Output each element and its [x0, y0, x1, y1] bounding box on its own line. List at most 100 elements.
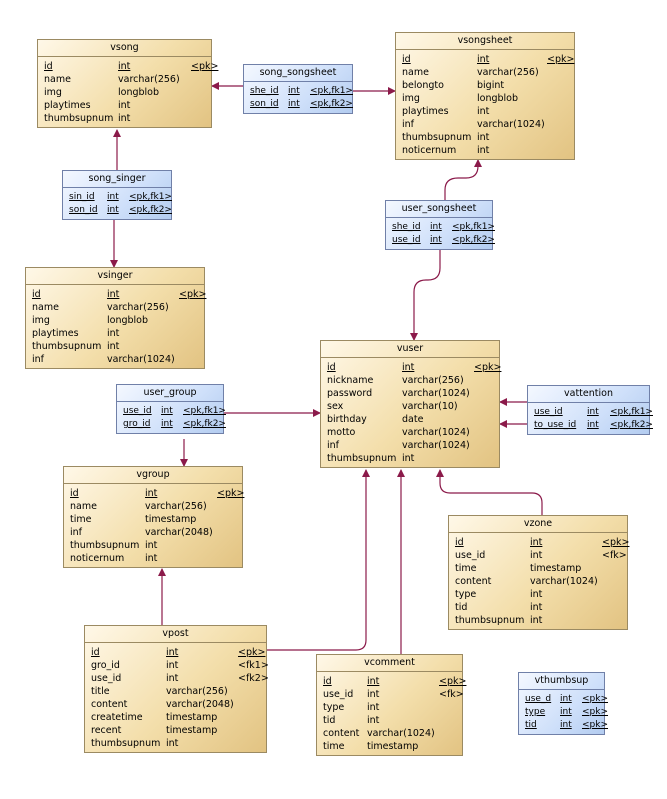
attribute-key: <pk> [474, 362, 502, 373]
attribute-name: thumbsupnum [32, 341, 102, 352]
attribute-key: <pk> [238, 647, 266, 658]
link-vpost-to-vuser [267, 469, 370, 651]
attribute-type: int [107, 328, 120, 339]
attribute-type: bigint [477, 80, 505, 91]
attribute-type: varchar(256) [402, 375, 464, 386]
attribute-name: use_id [323, 689, 354, 700]
attribute-name: id [44, 61, 53, 72]
attribute-name: img [402, 93, 420, 104]
attribute-name: inf [32, 354, 45, 365]
attribute-type: int [166, 660, 179, 671]
attribute-name: id [32, 289, 41, 300]
attribute-name: id [70, 488, 79, 499]
attribute-name: use_id [123, 406, 152, 416]
attribute-type: int [560, 720, 572, 730]
entity-title: vcomment [317, 655, 462, 672]
attribute-name: password [327, 388, 373, 399]
attribute-name: son_id [69, 205, 98, 215]
entity-title: user_group [117, 385, 223, 402]
attribute-name: birthday [327, 414, 367, 425]
attribute-type: int [367, 715, 380, 726]
attribute-name: tid [323, 715, 336, 726]
entity-title: vpost [85, 626, 266, 643]
attribute-name: tid [525, 720, 537, 730]
attribute-type: int [587, 420, 599, 430]
link-user-songsheet-to-vuser [410, 250, 441, 341]
attribute-name: gro_id [91, 660, 120, 671]
attribute-key: <pk,fk1> [310, 86, 353, 96]
entity-title: vzone [449, 516, 627, 533]
attribute-type: int [145, 553, 158, 564]
attribute-name: playtimes [402, 106, 449, 117]
attribute-type: timestamp [530, 563, 582, 574]
attribute-key: <pk> [191, 61, 219, 72]
attribute-name: id [455, 537, 464, 548]
attribute-name: son_id [250, 99, 279, 109]
attribute-type: varchar(256) [477, 67, 539, 78]
attribute-key: <pk,fk1> [610, 407, 653, 417]
attribute-name: time [323, 741, 345, 752]
attribute-key: <pk> [582, 720, 609, 730]
attribute-key: <pk,fk2> [129, 205, 172, 215]
entity-title: song_singer [63, 171, 171, 188]
attribute-type: varchar(2048) [166, 699, 234, 710]
attribute-type: int [477, 132, 490, 143]
attribute-type: int [430, 222, 442, 232]
attribute-type: varchar(1024) [402, 388, 470, 399]
attribute-name: title [91, 686, 110, 697]
attribute-name: time [70, 514, 92, 525]
attribute-name: id [327, 362, 336, 373]
attribute-type: int [145, 540, 158, 551]
attribute-name: playtimes [32, 328, 79, 339]
attribute-name: thumbsupnum [327, 453, 397, 464]
attribute-type: int [367, 702, 380, 713]
attribute-name: name [44, 74, 71, 85]
attribute-type: int [530, 550, 543, 561]
attribute-name: time [455, 563, 477, 574]
attribute-name: thumbsupnum [70, 540, 140, 551]
attribute-row: tid int <pk> [522, 719, 608, 732]
attribute-name: gro_id [123, 419, 151, 429]
attribute-type: varchar(2048) [145, 527, 213, 538]
attribute-name: name [70, 501, 97, 512]
attribute-type: int [367, 676, 380, 687]
attribute-type: int [430, 235, 442, 245]
attribute-key: <pk> [547, 54, 575, 65]
attribute-type: int [477, 106, 490, 117]
attribute-name: createtime [91, 712, 143, 723]
attribute-row: playtimes int [29, 327, 201, 340]
